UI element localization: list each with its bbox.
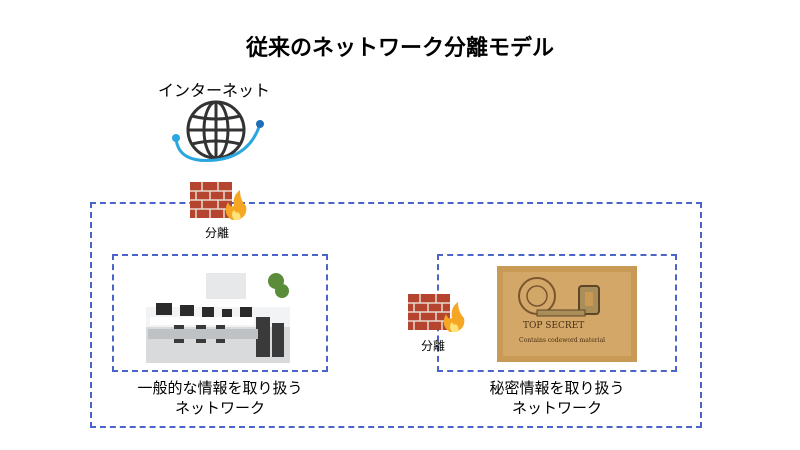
firewall-icon	[408, 294, 465, 332]
outer-network-boundary	[90, 202, 702, 428]
top-secret-photo: TOP SECRET Contains codeword material	[497, 266, 637, 362]
general-network-boundary	[112, 254, 328, 372]
diagram-title: 従来のネットワーク分離モデル	[245, 36, 554, 61]
secret-network-caption: 秘密情報を取り扱う ネットワーク	[437, 378, 677, 418]
office-photo	[146, 267, 290, 363]
separation-label: 分離	[421, 339, 446, 353]
firewall-icon	[190, 182, 247, 220]
caption-line: 一般的な情報を取り扱う	[137, 379, 303, 397]
general-network-caption: 一般的な情報を取り扱う ネットワーク	[112, 378, 328, 418]
internet-label: インターネット	[158, 81, 271, 100]
separation-label: 分離	[205, 226, 230, 240]
globe-icon	[172, 100, 264, 163]
caption-line: 秘密情報を取り扱う	[489, 379, 625, 397]
top-secret-stamp: TOP SECRET	[523, 321, 584, 331]
top-secret-subtitle: Contains codeword material	[519, 337, 605, 344]
caption-line: ネットワーク	[174, 399, 265, 417]
caption-line: ネットワーク	[511, 399, 602, 417]
